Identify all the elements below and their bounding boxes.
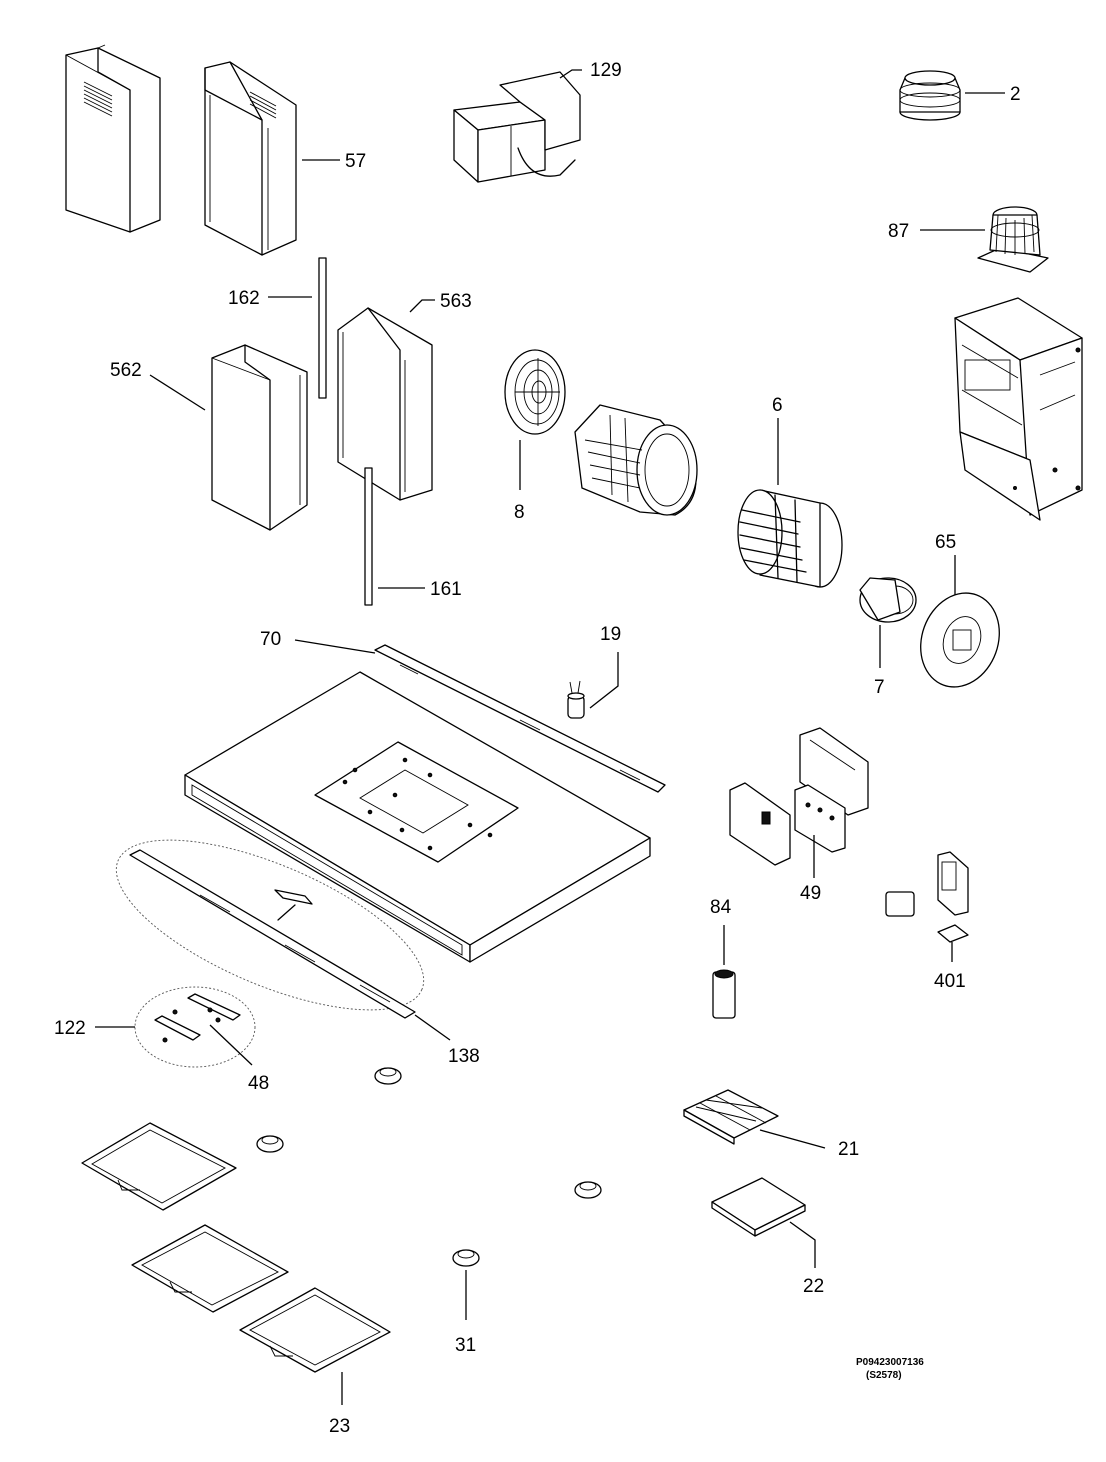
part-122-bracket-set <box>95 986 256 1068</box>
callout-162: 162 <box>228 288 260 309</box>
callout-23: 23 <box>329 1416 350 1437</box>
callout-57: 57 <box>345 151 366 172</box>
part-31-knob <box>452 1249 480 1320</box>
part-70-rear-trim <box>294 639 666 793</box>
callout-138: 138 <box>448 1046 480 1067</box>
callout-48: 48 <box>248 1073 269 1094</box>
part-401-clip <box>937 924 969 962</box>
part-49-control-box <box>729 727 869 878</box>
callout-31: 31 <box>455 1335 476 1356</box>
callout-22: 22 <box>803 1276 824 1297</box>
callout-19: 19 <box>600 624 621 645</box>
callout-70: 70 <box>260 629 281 650</box>
callout-129: 129 <box>590 60 622 81</box>
callout-7: 7 <box>874 677 885 698</box>
part-161-strip <box>364 467 425 606</box>
callout-21: 21 <box>838 1139 859 1160</box>
part-563-inner-panel <box>337 299 435 501</box>
part-19-capacitor <box>567 652 619 719</box>
part-switch-bracket <box>885 851 969 917</box>
part-87-flange-collar <box>920 206 1049 273</box>
callout-87: 87 <box>888 221 909 242</box>
part-frame-bracket <box>954 297 1083 521</box>
part-7-motor <box>859 577 917 668</box>
part-blower-housing <box>574 404 698 516</box>
part-138-front-strip <box>115 839 451 1041</box>
callout-122: 122 <box>54 1018 86 1039</box>
callout-563: 563 <box>440 291 472 312</box>
callout-2: 2 <box>1010 84 1021 105</box>
callout-6: 6 <box>772 395 783 416</box>
callout-8: 8 <box>514 502 525 523</box>
part-129-t-duct <box>453 69 582 183</box>
part-22-charcoal-pad <box>711 1177 816 1268</box>
callout-49: 49 <box>800 883 821 904</box>
part-knob <box>256 1067 602 1199</box>
part-84-light-module <box>712 925 736 1019</box>
part-562-outer-panel <box>149 344 308 531</box>
part-8-inlet-ring <box>504 349 566 490</box>
part-6-fan-wheel <box>737 418 843 588</box>
diagram-reference-code: P09423007136 <box>856 1357 924 1368</box>
part-162-strip <box>268 257 327 399</box>
part-21-filter-frame <box>683 1089 826 1149</box>
diagram-reference-sub: (S2578) <box>866 1370 902 1381</box>
callout-562: 562 <box>110 360 142 381</box>
part-2-collar <box>899 70 1005 121</box>
callout-84: 84 <box>710 897 732 918</box>
callout-65: 65 <box>935 532 956 553</box>
part-hood-body <box>184 671 651 963</box>
callout-401: 401 <box>934 971 966 992</box>
part-65-motor-plate <box>920 555 1000 688</box>
part-23-grease-filters <box>81 1122 391 1405</box>
part-57-chimney-cover <box>65 44 340 256</box>
callout-161: 161 <box>430 579 462 600</box>
